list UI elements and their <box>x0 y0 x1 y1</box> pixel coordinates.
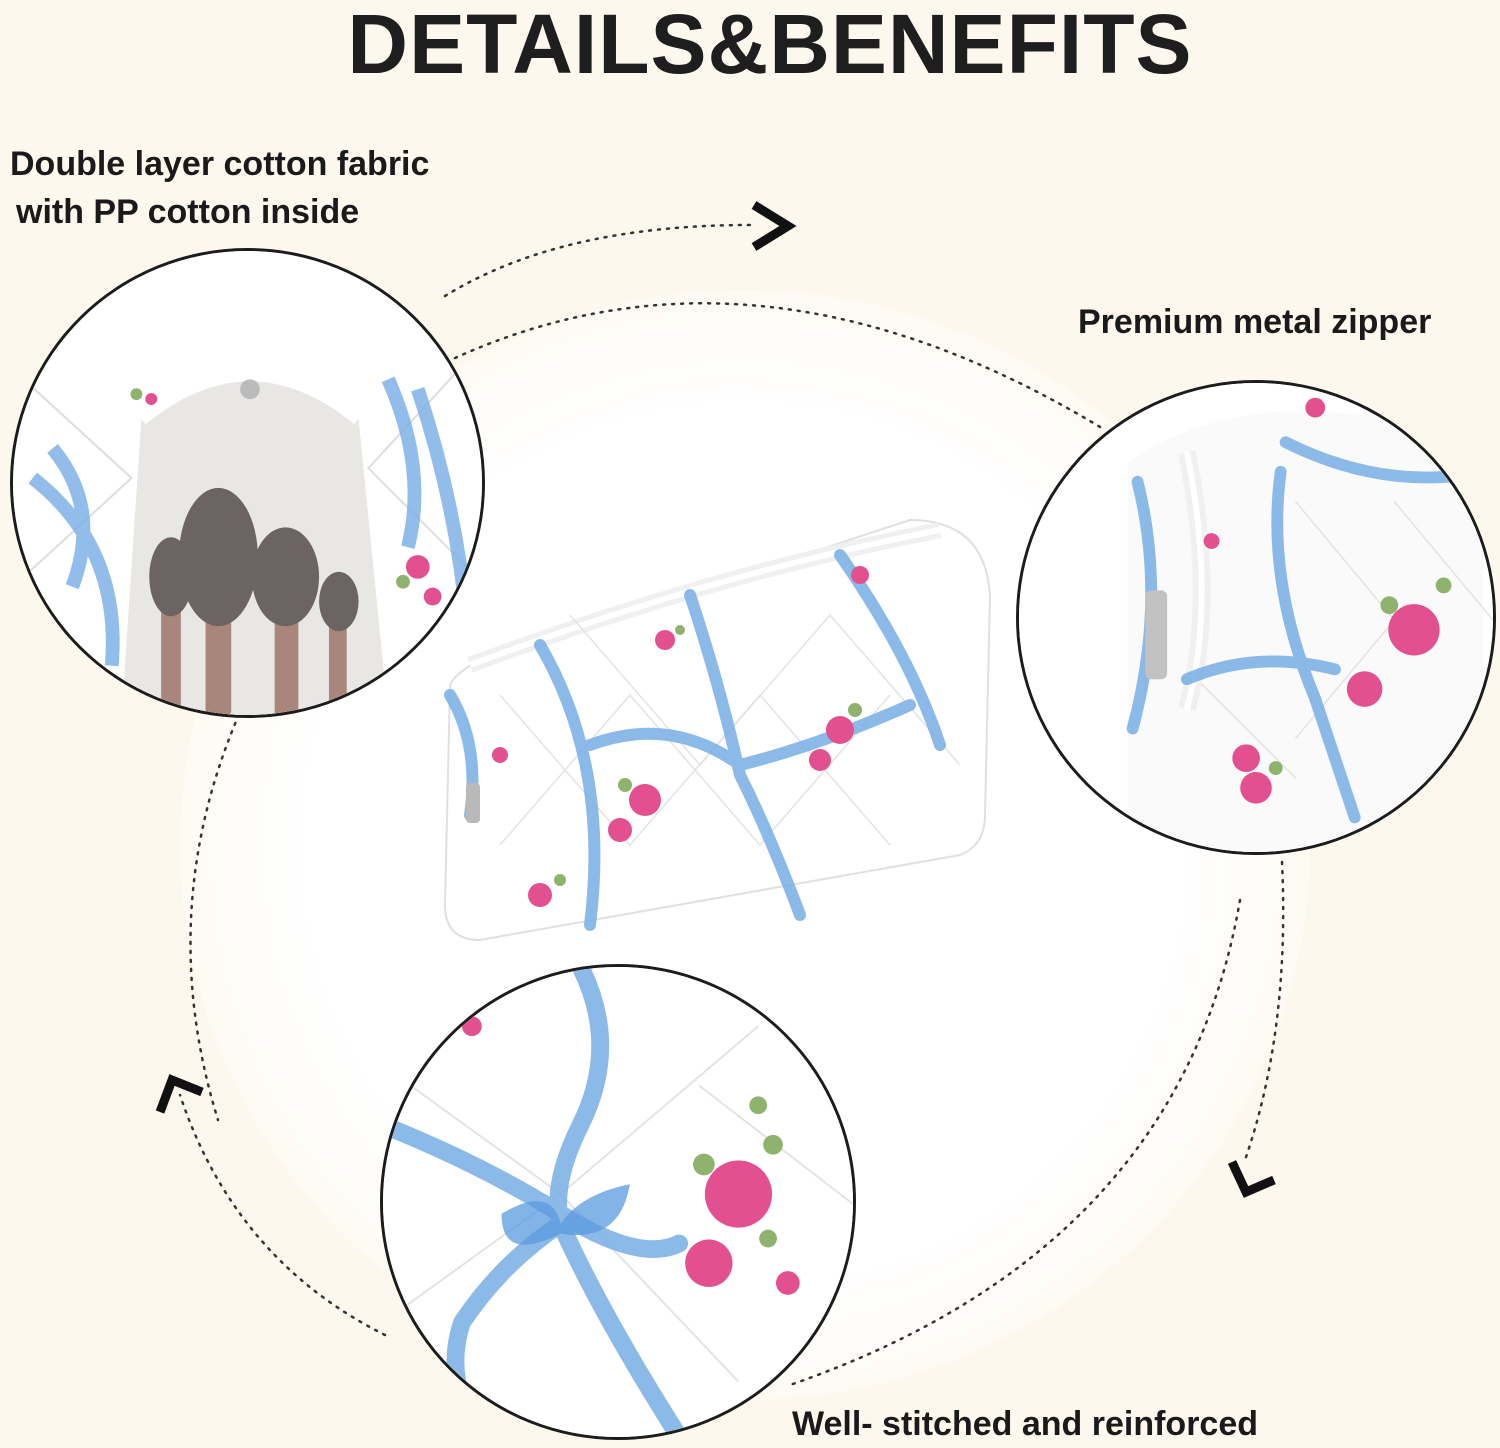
zipper-detail-photo <box>1016 380 1496 855</box>
interior-detail-photo <box>10 248 485 718</box>
quilted-pouch-illustration <box>443 518 992 942</box>
fabric-feature-line2: with PP cotton inside <box>16 193 360 231</box>
page-title: DETAILS&BENEFITS <box>347 0 1193 91</box>
open-bag-illustration <box>13 251 482 715</box>
fabric-feature-line1: Double layer cotton fabric <box>10 145 430 183</box>
arrow-right-icon <box>751 201 797 251</box>
product-photo <box>440 515 995 945</box>
zipper-closeup-illustration <box>1019 383 1493 852</box>
stitching-detail-photo <box>380 964 856 1440</box>
zipper-feature-label: Premium metal zipper <box>1078 303 1432 341</box>
arrow-down-icon <box>1227 1160 1276 1198</box>
fabric-feature-label: Double layer cotton fabric with PP cotto… <box>10 140 429 236</box>
arrow-up-left-icon <box>155 1074 204 1114</box>
stitching-closeup-illustration <box>383 967 853 1437</box>
stitching-feature-label: Well- stitched and reinforced <box>792 1405 1259 1443</box>
